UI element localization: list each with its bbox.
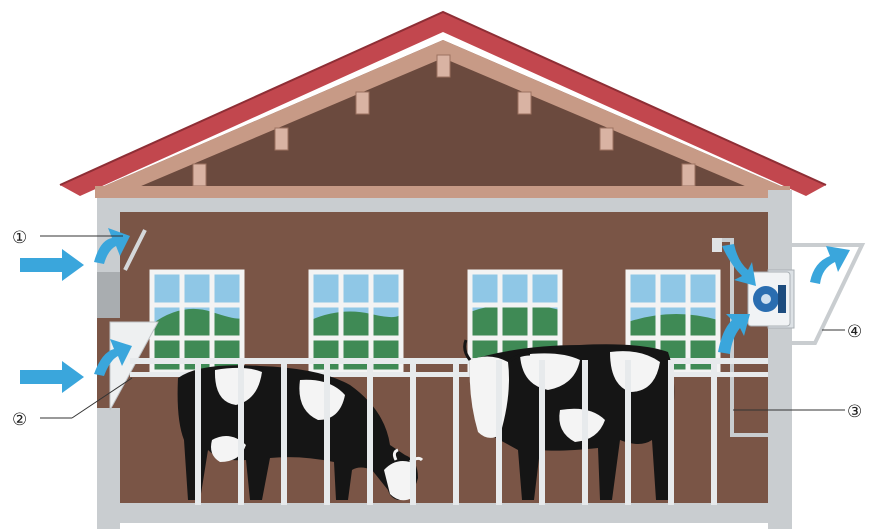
purlin-block: [437, 55, 450, 77]
right-wall-post: [768, 190, 792, 529]
fan-icon: [753, 285, 786, 313]
railing-post: [668, 360, 674, 505]
railing-post: [410, 360, 416, 505]
railing-post: [324, 360, 330, 505]
purlin-block: [600, 128, 613, 150]
purlin-block: [682, 164, 695, 186]
purlin-block: [193, 164, 206, 186]
window: [152, 272, 242, 372]
callout-label-2: ②: [12, 410, 27, 430]
railing-post: [195, 360, 201, 505]
floor-sill: [118, 503, 770, 523]
callout-label-4: ④: [847, 322, 862, 342]
railing-post: [238, 360, 244, 505]
callout-label-1: ①: [12, 228, 27, 248]
railing-post: [625, 360, 631, 505]
railing-post: [496, 360, 502, 505]
callout-label-3: ③: [847, 402, 862, 422]
air-inflow-arrow: [20, 249, 84, 281]
railing-post: [281, 360, 287, 505]
railing-post: [582, 360, 588, 505]
purlin-block: [275, 128, 288, 150]
railing-post: [453, 360, 459, 505]
purlin-block: [356, 92, 369, 114]
window: [311, 272, 401, 372]
railing-post: [539, 360, 545, 505]
left-wall-opening: [97, 272, 120, 318]
air-inflow-arrow: [20, 361, 84, 393]
ceiling-beam: [95, 186, 790, 198]
ceiling-strip: [118, 198, 770, 212]
railing-post: [367, 360, 373, 505]
railing-post: [711, 360, 717, 505]
duct-cap: [712, 238, 722, 252]
gable: [95, 40, 790, 198]
purlin-block: [518, 92, 531, 114]
